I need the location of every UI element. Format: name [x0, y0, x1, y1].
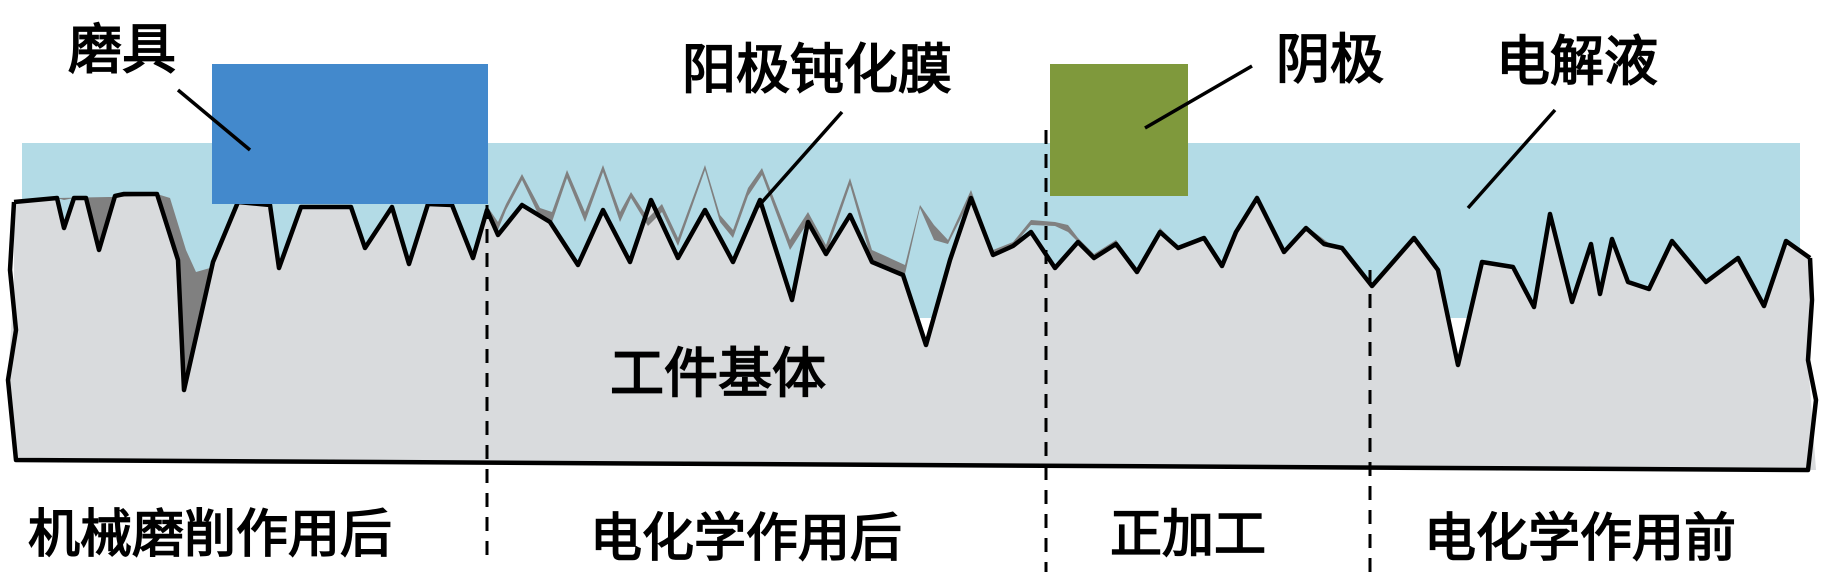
workpiece-substrate: [8, 194, 1816, 470]
label-electrolyte: 电解液: [1496, 30, 1658, 93]
stage-label-after-grinding: 机械磨削作用后: [28, 505, 392, 565]
label-workpiece-substrate: 工件基体: [610, 342, 826, 405]
cathode-block: [1050, 64, 1188, 196]
substrate-outline: [5, 201, 1819, 473]
leader-electrolyte: [1466, 108, 1557, 210]
surface-profile: [13, 191, 1812, 393]
label-passivation-film: 阳极钝化膜: [682, 38, 952, 101]
stage-label-machining: 正加工: [1110, 505, 1266, 565]
leader-grinding-tool: [176, 88, 252, 152]
label-grinding-tool: 磨具: [68, 18, 176, 81]
leader-cathode: [1144, 64, 1253, 130]
stage-label-before-electrochemical: 电化学作用前: [1424, 509, 1736, 569]
label-cathode: 阴极: [1276, 28, 1384, 91]
stage-label-after-electrochemical: 电化学作用后: [590, 509, 902, 569]
leader-passivation-film: [753, 110, 844, 212]
grinding-tool-block: [212, 64, 488, 204]
